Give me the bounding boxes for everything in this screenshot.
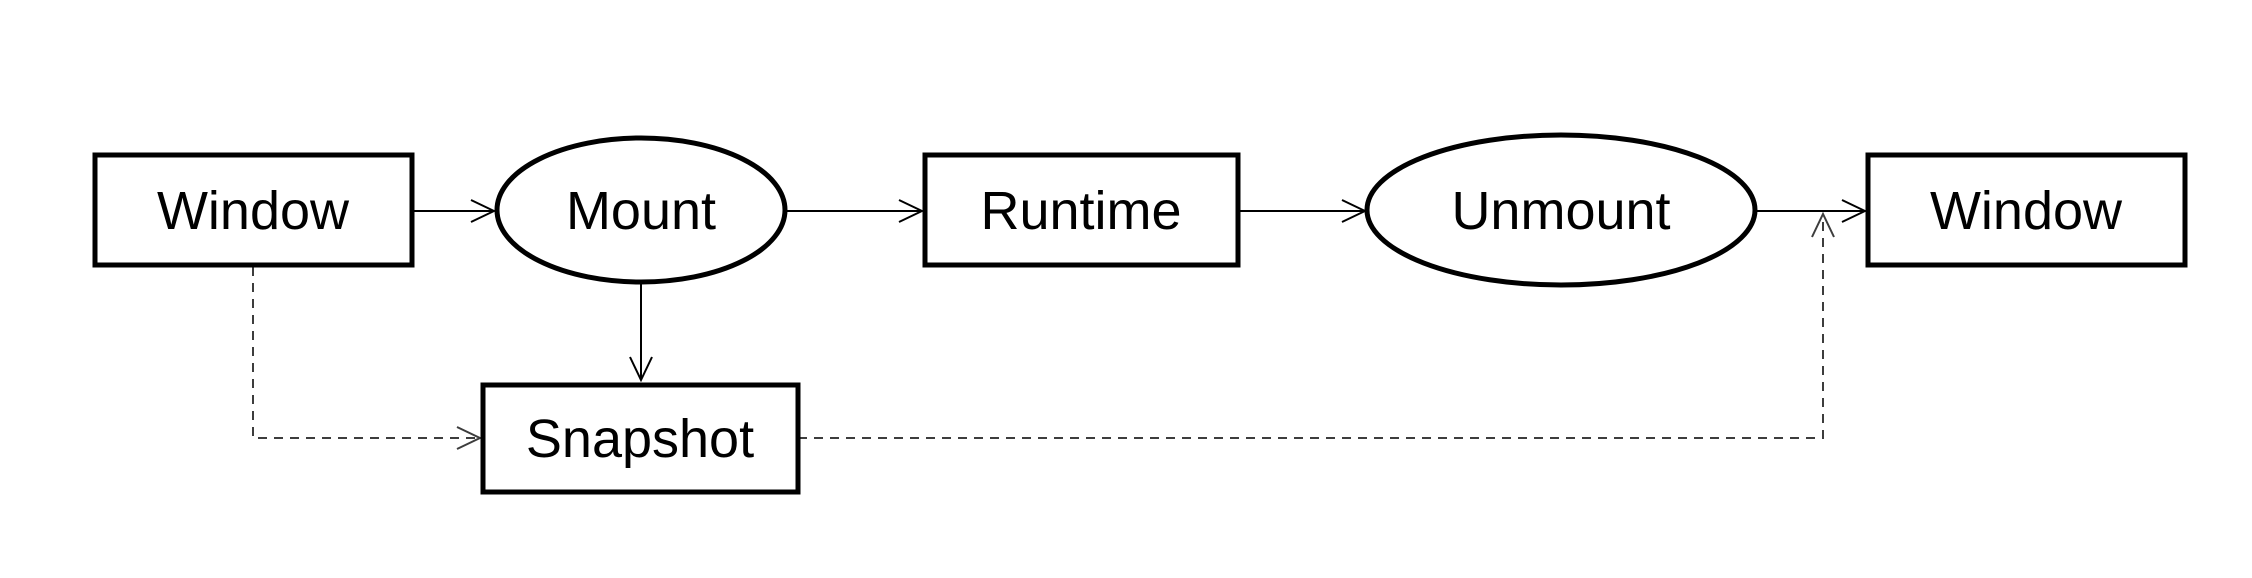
edge-snapshot-to-unmount-window-connector-dashed	[798, 214, 1823, 439]
snapshot-box	[480, 382, 801, 495]
unmount-label: Unmount	[1451, 181, 1670, 241]
edge-window-left-to-snapshot-dashed	[252, 267, 480, 438]
runtime-box	[922, 152, 1241, 268]
snapshot-label: Snapshot	[526, 409, 754, 469]
unmount-ellipse	[1364, 132, 1758, 288]
mount-ellipse	[494, 135, 788, 285]
node-window-right: Window	[1865, 152, 2188, 268]
window-left-box	[92, 152, 415, 268]
runtime-label: Runtime	[980, 181, 1181, 241]
mount-label: Mount	[566, 181, 716, 241]
node-window-left: Window	[92, 152, 415, 268]
node-unmount: Unmount	[1364, 132, 1758, 288]
node-snapshot: Snapshot	[480, 382, 801, 495]
node-runtime: Runtime	[922, 152, 1241, 268]
window-left-label: Window	[157, 181, 350, 241]
window-right-box	[1865, 152, 2188, 268]
node-mount: Mount	[494, 135, 788, 285]
window-right-label: Window	[1930, 181, 2123, 241]
